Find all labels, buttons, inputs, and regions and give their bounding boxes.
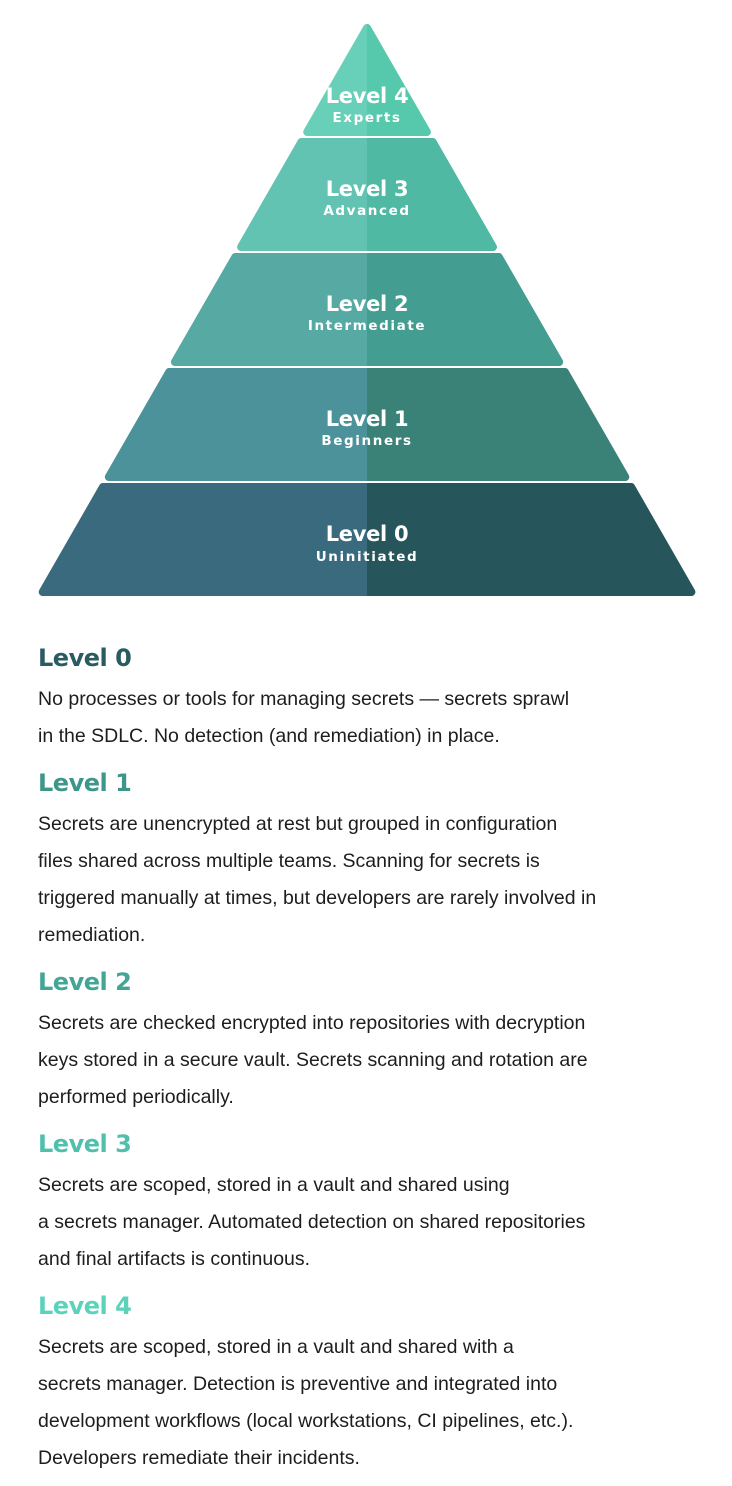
pyramid-level-2-label: Level 2 bbox=[326, 292, 409, 316]
level-4-section: Level 4 Secrets are scoped, stored in a … bbox=[38, 1292, 702, 1477]
pyramid-level-4-right-shape bbox=[367, 24, 431, 136]
level-descriptions: Level 0 No processes or tools for managi… bbox=[0, 620, 732, 1477]
level-2-heading: Level 2 bbox=[38, 968, 132, 996]
pyramid-level-2-sublabel: Intermediate bbox=[308, 318, 426, 334]
pyramid-level-3-label: Level 3 bbox=[326, 177, 409, 201]
level-1-heading: Level 1 bbox=[38, 769, 132, 797]
level-1-section: Level 1 Secrets are unencrypted at rest … bbox=[38, 769, 702, 954]
pyramid-level-1-label: Level 1 bbox=[326, 407, 409, 431]
pyramid-level-3-right-shape bbox=[367, 138, 497, 251]
level-3-description: Secrets are scoped, stored in a vault an… bbox=[38, 1174, 586, 1270]
pyramid-level-1-right-shape bbox=[367, 368, 630, 481]
pyramid-level-0-label: Level 0 bbox=[326, 522, 409, 546]
level-4-description: Secrets are scoped, stored in a vault an… bbox=[38, 1336, 574, 1469]
pyramid-level-0-right-shape bbox=[367, 483, 696, 596]
level-0-heading: Level 0 bbox=[38, 644, 132, 672]
level-2-section: Level 2 Secrets are checked encrypted in… bbox=[38, 968, 702, 1116]
pyramid-level-4-label: Level 4 bbox=[326, 84, 409, 108]
level-3-heading: Level 3 bbox=[38, 1130, 132, 1158]
pyramid-level-2-band: Level 2 Intermediate bbox=[170, 253, 564, 366]
level-0-description: No processes or tools for managing secre… bbox=[38, 688, 570, 747]
pyramid-level-3-sublabel: Advanced bbox=[323, 203, 410, 219]
maturity-pyramid: Level 4 Experts Level 3 Advanced Level 2… bbox=[38, 24, 696, 596]
pyramid-level-4-band: Level 4 Experts bbox=[303, 24, 431, 136]
level-0-section: Level 0 No processes or tools for managi… bbox=[38, 644, 702, 755]
level-3-section: Level 3 Secrets are scoped, stored in a … bbox=[38, 1130, 702, 1278]
pyramid-level-1-sublabel: Beginners bbox=[321, 433, 412, 449]
pyramid-level-0-band: Level 0 Uninitiated bbox=[38, 483, 696, 596]
pyramid-level-2-right-shape bbox=[367, 253, 564, 366]
pyramid-level-3-band: Level 3 Advanced bbox=[237, 138, 497, 251]
pyramid-level-4-sublabel: Experts bbox=[332, 110, 401, 126]
level-1-description: Secrets are unencrypted at rest but grou… bbox=[38, 813, 597, 946]
level-2-description: Secrets are checked encrypted into repos… bbox=[38, 1012, 588, 1108]
pyramid-level-0-sublabel: Uninitiated bbox=[316, 549, 419, 565]
pyramid-level-1-band: Level 1 Beginners bbox=[104, 368, 630, 481]
level-4-heading: Level 4 bbox=[38, 1292, 132, 1320]
